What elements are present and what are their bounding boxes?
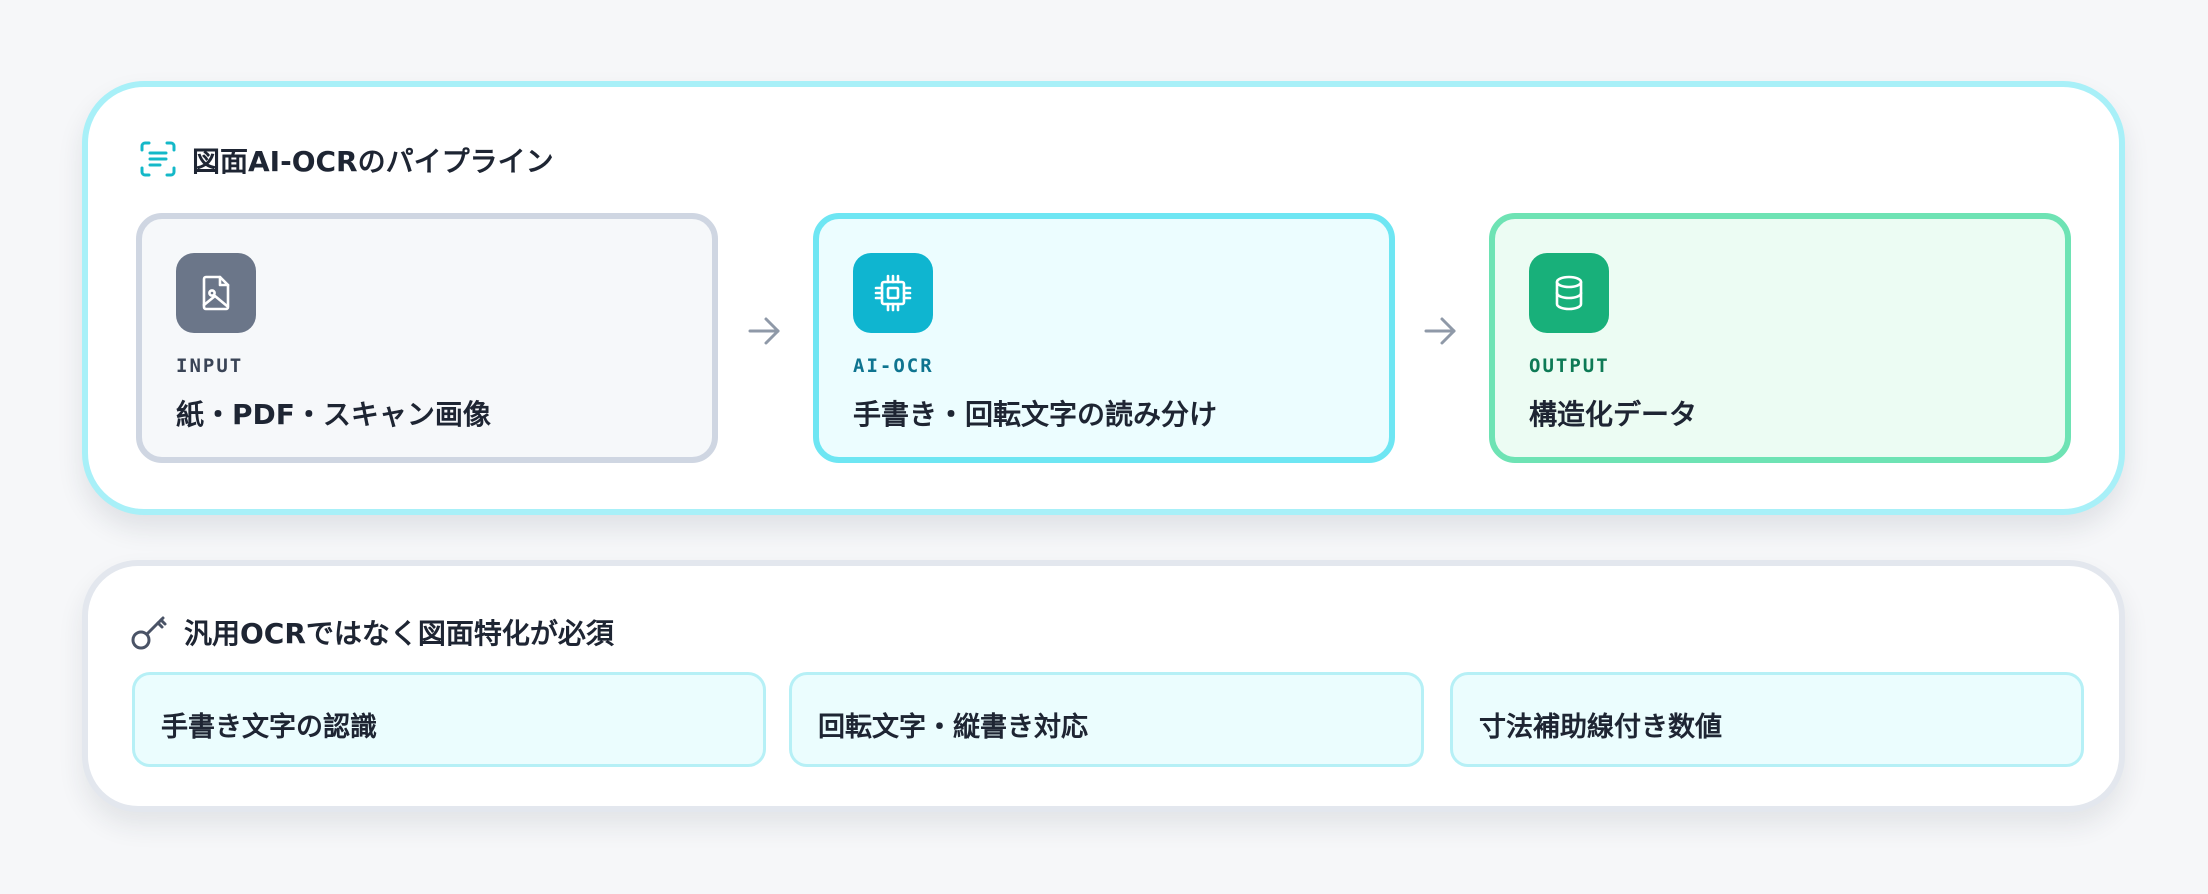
requirements-title: 汎用OCRではなく図面特化が必須	[184, 617, 614, 650]
requirements-panel: 汎用OCRではなく図面特化が必須 手書き文字の認識 回転文字・縦書き対応 寸法補…	[82, 560, 2125, 812]
requirement-item: 寸法補助線付き数値	[1450, 672, 2084, 767]
file-image-icon	[176, 253, 256, 333]
arrow-right-icon	[1423, 316, 1457, 350]
stage-output-tag: OUTPUT	[1529, 355, 1610, 377]
stage-output-card: OUTPUT 構造化データ	[1489, 213, 2071, 463]
requirement-item: 回転文字・縦書き対応	[789, 672, 1424, 767]
database-icon	[1529, 253, 1609, 333]
requirement-label: 寸法補助線付き数値	[1479, 712, 1722, 743]
pipeline-title: 図面AI-OCRのパイプライン	[192, 145, 554, 178]
stage-ai-ocr-card: AI-OCR 手書き・回転文字の読み分け	[813, 213, 1395, 463]
requirement-label: 回転文字・縦書き対応	[818, 712, 1088, 743]
stage-ai-ocr-tag: AI-OCR	[853, 355, 934, 377]
stage-input-card: INPUT 紙・PDF・スキャン画像	[136, 213, 718, 463]
scan-text-icon	[139, 140, 177, 182]
stage-output-label: 構造化データ	[1529, 398, 1698, 431]
arrow-right-icon	[747, 316, 781, 350]
stage-input-label: 紙・PDF・スキャン画像	[176, 398, 491, 431]
cpu-chip-icon	[853, 253, 933, 333]
pipeline-panel: 図面AI-OCRのパイプライン INPUT 紙・PDF・スキャン画像	[82, 81, 2125, 515]
stage-input-tag: INPUT	[176, 355, 244, 377]
stage-ai-ocr-label: 手書き・回転文字の読み分け	[853, 398, 1218, 431]
requirement-item: 手書き文字の認識	[132, 672, 766, 767]
requirement-label: 手書き文字の認識	[161, 712, 377, 743]
key-icon	[130, 611, 170, 655]
